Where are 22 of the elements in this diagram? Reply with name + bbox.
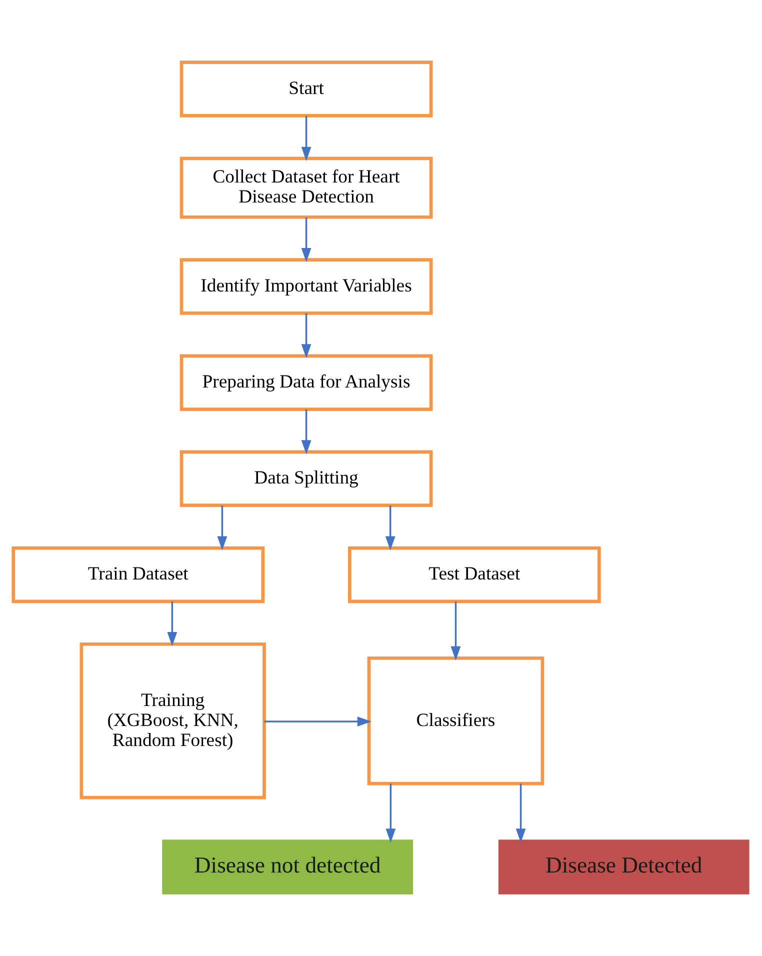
arrow [167,602,178,646]
arrow [516,784,526,843]
node-box: Disease not detected [162,840,414,894]
arrow [450,602,461,660]
arrow [301,217,312,262]
arrow [217,505,228,550]
arrow [301,409,312,454]
node-box: Start [180,60,433,118]
node-box: Disease Detected [498,840,750,894]
node-box: Test Dataset [348,546,601,604]
arrow [385,505,396,550]
arrow [301,313,312,358]
node-box: Train Dataset [12,546,265,604]
node-box: Identify Important Variables [180,258,433,315]
node-box: Classifiers [367,656,544,786]
node-box: Preparing Data for Analysis [180,354,433,411]
node-box: Training (XGBoost, KNN, Random Forest) [80,642,266,800]
arrow [301,116,312,162]
node-box: Data Splitting [180,450,433,508]
arrow [386,784,396,843]
node-box: Collect Dataset for Heart Disease Detection [180,156,433,219]
arrow [264,716,372,726]
